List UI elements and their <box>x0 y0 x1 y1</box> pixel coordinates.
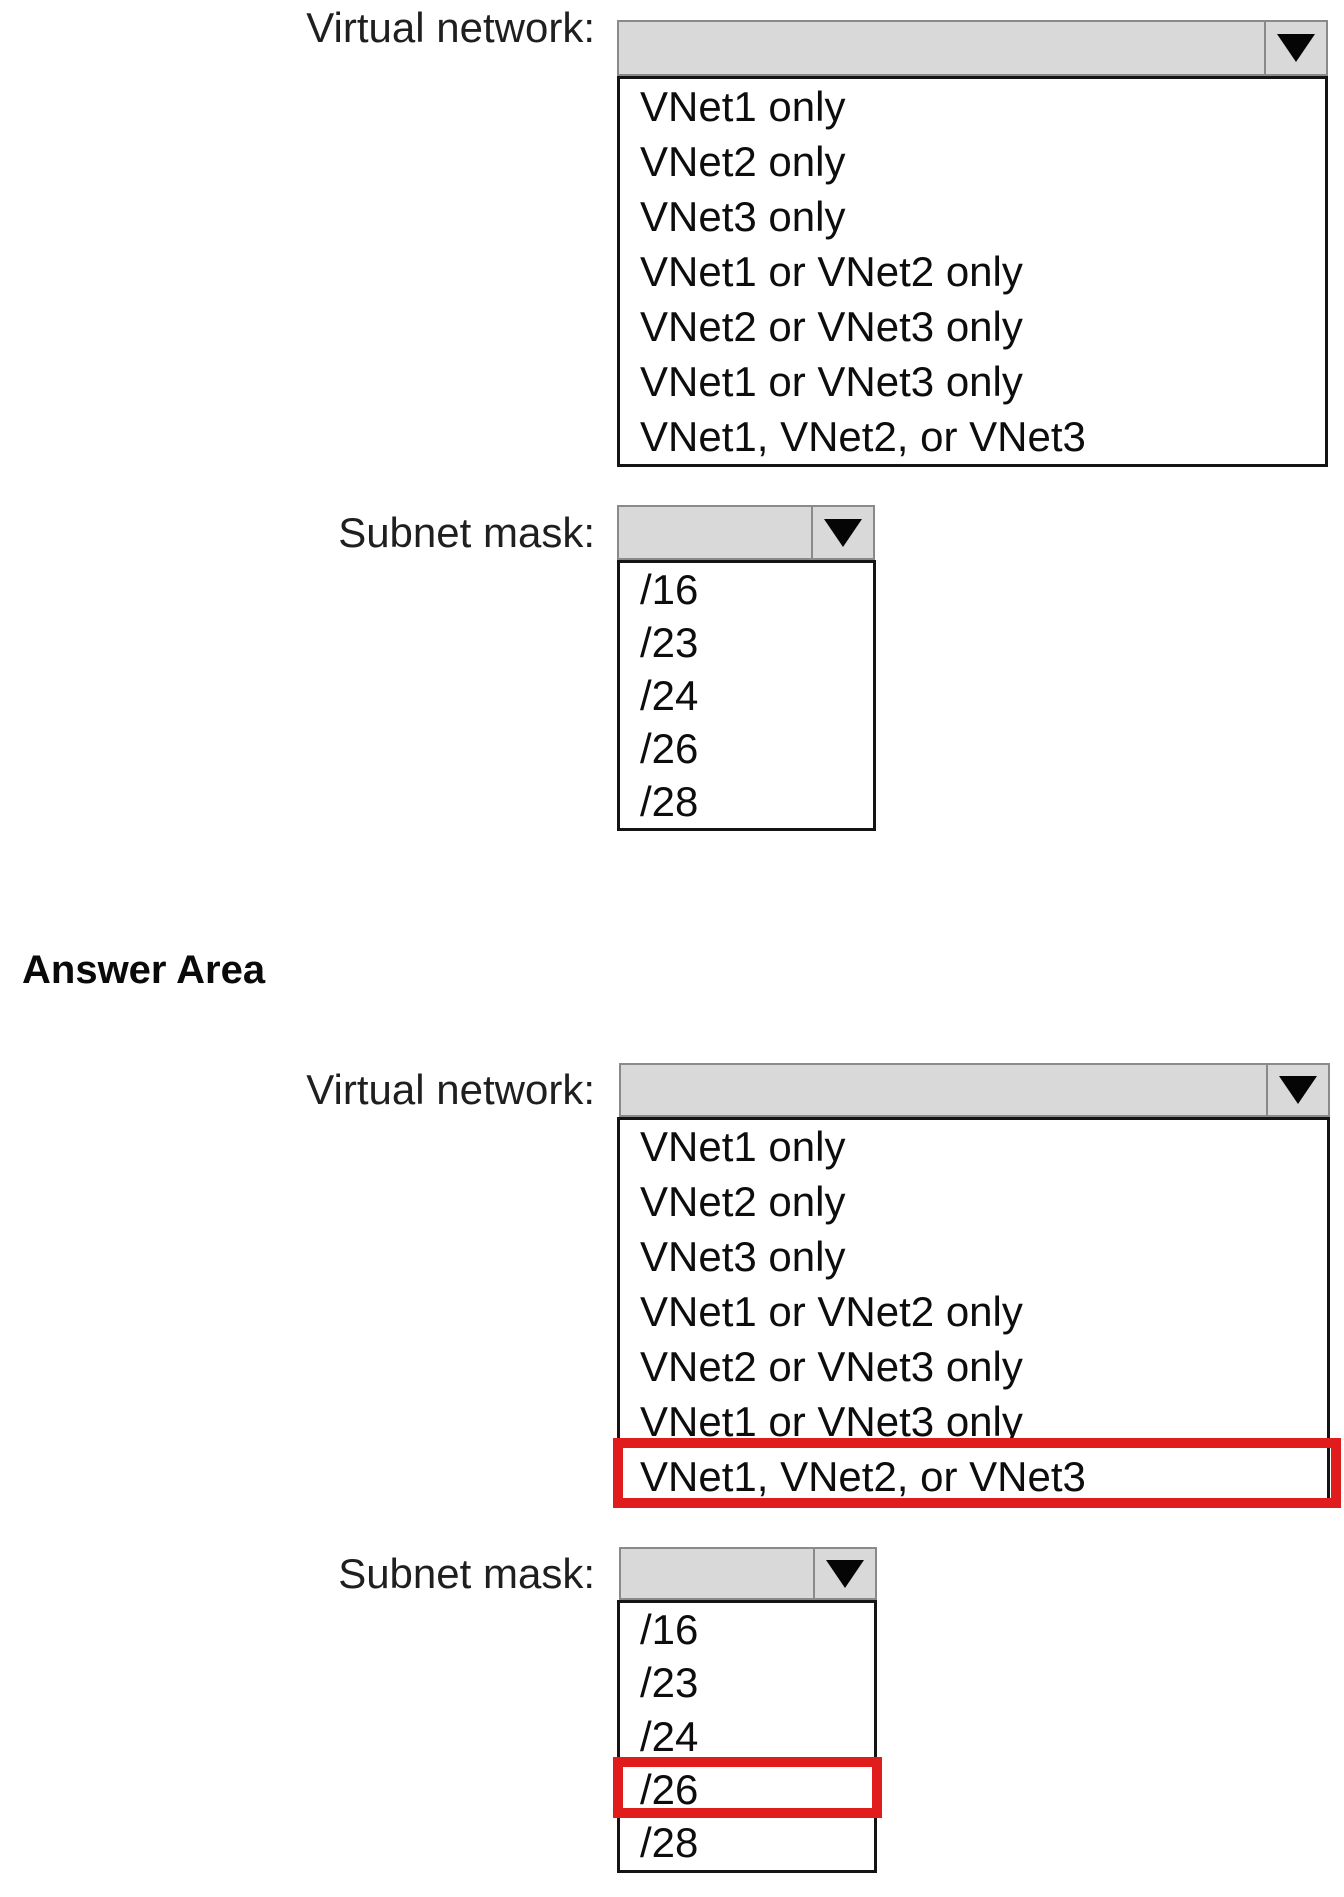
list-option[interactable]: VNet1 only <box>640 82 846 130</box>
list-option[interactable]: /28 <box>640 777 699 825</box>
question-virtual-network-label: Virtual network: <box>306 4 595 51</box>
list-option[interactable]: /23 <box>640 618 699 666</box>
list-option[interactable]: /26 <box>640 1765 699 1813</box>
list-option[interactable]: VNet2 or VNet3 only <box>640 1342 1023 1390</box>
list-option[interactable]: VNet1 or VNet3 only <box>640 1397 1023 1445</box>
list-option[interactable]: VNet1, VNet2, or VNet3 <box>640 1452 1086 1500</box>
answer-subnet-mask-dropdown[interactable] <box>619 1547 877 1600</box>
answer-virtual-network-dropdown-arrow-button[interactable] <box>1266 1065 1328 1115</box>
list-option[interactable]: /26 <box>640 724 699 772</box>
list-option[interactable]: /23 <box>640 1659 699 1707</box>
answer-area-heading: Answer Area <box>22 947 266 992</box>
list-option[interactable]: VNet3 only <box>640 192 846 240</box>
list-option[interactable]: VNet1, VNet2, or VNet3 <box>640 412 1086 460</box>
question-subnet-mask-dropdown[interactable] <box>617 505 875 560</box>
chevron-down-icon <box>1277 34 1315 62</box>
chevron-down-icon <box>1279 1076 1317 1104</box>
list-option[interactable]: /28 <box>640 1819 699 1867</box>
list-option[interactable]: VNet2 or VNet3 only <box>640 302 1023 350</box>
list-option[interactable]: /24 <box>640 671 699 719</box>
answer-subnet-mask-label: Subnet mask: <box>338 1549 595 1597</box>
question-subnet-mask-label: Subnet mask: <box>338 508 595 556</box>
list-option[interactable]: VNet1 or VNet2 only <box>640 247 1023 295</box>
list-option[interactable]: VNet1 or VNet3 only <box>640 357 1023 405</box>
question-subnet-mask-dropdown-arrow-button[interactable] <box>811 507 873 558</box>
list-option[interactable]: /16 <box>640 565 699 613</box>
list-option[interactable]: /24 <box>640 1712 699 1760</box>
list-option[interactable]: VNet1 or VNet2 only <box>640 1288 1023 1335</box>
correct-answer-highlight-subnet-mask <box>613 1757 882 1818</box>
question-virtual-network-dropdown[interactable] <box>617 20 1328 76</box>
chevron-down-icon <box>826 1559 864 1588</box>
list-option[interactable]: VNet2 only <box>640 1178 846 1226</box>
list-option[interactable]: VNet1 only <box>640 1123 846 1171</box>
answer-virtual-network-label: Virtual network: <box>306 1066 595 1113</box>
answer-subnet-mask-dropdown-arrow-button[interactable] <box>813 1549 875 1598</box>
correct-answer-highlight-virtual-network <box>613 1438 1341 1508</box>
answer-subnet-mask-listbox: /16/23/24/26/28 <box>617 1600 877 1873</box>
answer-virtual-network-dropdown[interactable] <box>619 1063 1330 1117</box>
question-virtual-network-dropdown-arrow-button[interactable] <box>1264 22 1326 74</box>
chevron-down-icon <box>824 518 862 547</box>
list-option[interactable]: VNet2 only <box>640 137 846 185</box>
question-subnet-mask-listbox: /16/23/24/26/28 <box>617 560 876 831</box>
list-option[interactable]: /16 <box>640 1605 699 1653</box>
list-option[interactable]: VNet3 only <box>640 1233 846 1281</box>
